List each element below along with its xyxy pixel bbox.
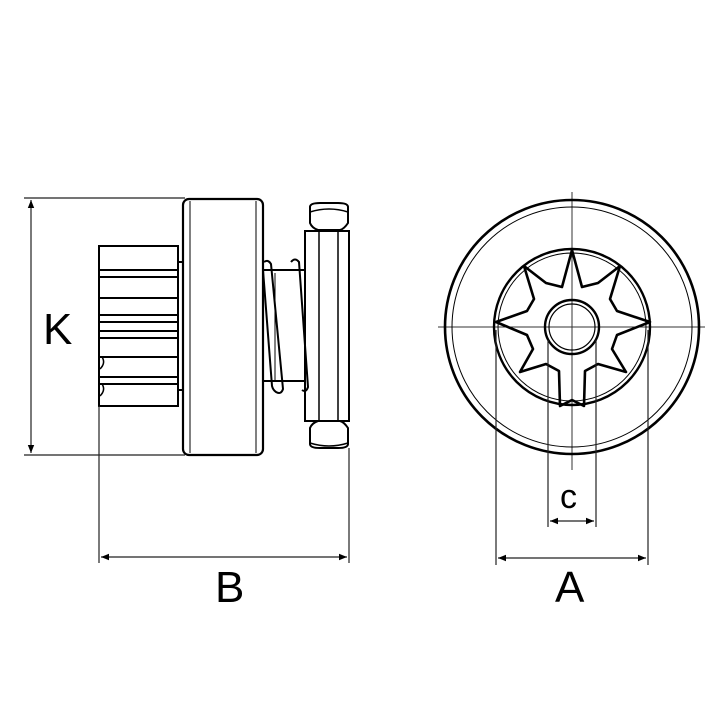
dimension-label-b: B	[215, 563, 245, 612]
pinion-gear-end	[494, 248, 652, 408]
side-view	[98, 197, 350, 457]
dimension-label-c: c	[560, 478, 577, 516]
pinion-gear-side	[98, 245, 183, 407]
clutch-housing	[181, 197, 265, 457]
end-view	[438, 192, 705, 470]
drive-collar	[304, 202, 350, 449]
outer-housing-circle	[443, 198, 701, 456]
dimension-label-a: A	[555, 563, 585, 612]
shaft-bore	[543, 298, 601, 356]
dimension-lines-side	[24, 197, 350, 563]
return-spring	[262, 258, 310, 394]
centerlines	[438, 192, 705, 470]
dimension-lines-end	[495, 330, 649, 565]
dimension-label-k: K	[43, 305, 73, 354]
